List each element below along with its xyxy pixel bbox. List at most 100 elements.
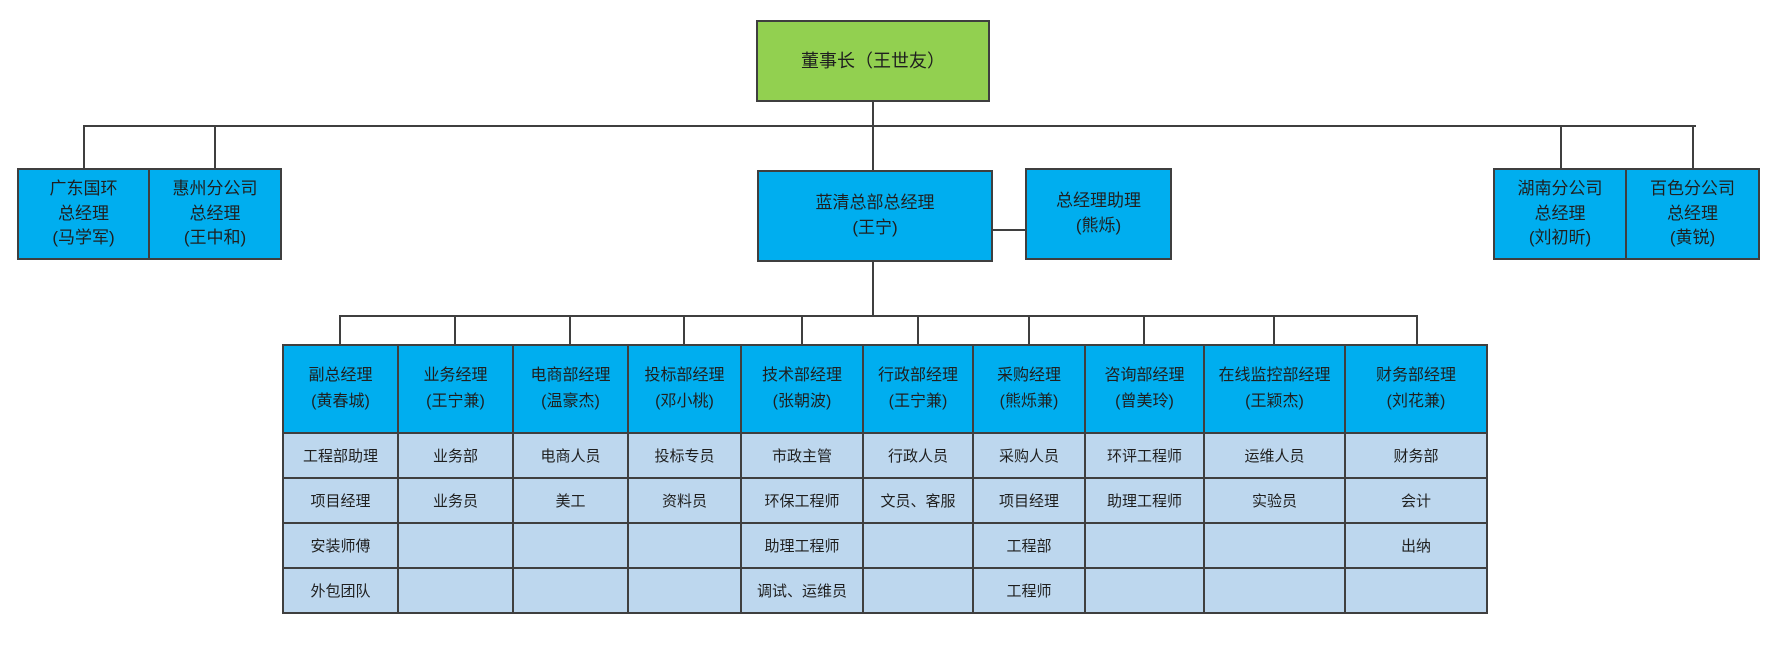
staff-cell[interactable]: 环评工程师 <box>1086 434 1203 479</box>
node-label: 总经理 <box>189 203 241 223</box>
staff-cell-empty[interactable] <box>864 569 972 614</box>
department-manager: (王颖杰) <box>1245 392 1304 410</box>
node-label: 百色分公司 <box>1650 179 1735 199</box>
staff-cell-empty[interactable] <box>629 524 740 569</box>
staff-cell[interactable]: 文员、客服 <box>864 479 972 524</box>
staff-cell[interactable]: 调试、运维员 <box>742 569 862 614</box>
staff-cell[interactable]: 项目经理 <box>284 479 397 524</box>
connector-line <box>1560 125 1562 168</box>
department-title: 电商部经理 <box>530 366 611 384</box>
department-column: 采购经理 (熊烁兼) 采购人员项目经理工程部工程师 <box>972 344 1084 614</box>
department-header[interactable]: 电商部经理 (温豪杰) <box>514 344 627 434</box>
staff-cell[interactable]: 投标专员 <box>629 434 740 479</box>
staff-cell[interactable]: 助理工程师 <box>742 524 862 569</box>
staff-cell[interactable]: 业务员 <box>399 479 512 524</box>
department-header[interactable]: 副总经理 (黄春城) <box>284 344 397 434</box>
department-header[interactable]: 在线监控部经理(王颖杰) <box>1205 344 1344 434</box>
staff-cell[interactable]: 财务部 <box>1346 434 1486 479</box>
node-label: (熊烁) <box>1075 216 1122 235</box>
staff-cell[interactable]: 运维人员 <box>1205 434 1344 479</box>
connector-line <box>339 315 1418 317</box>
staff-cell[interactable]: 项目经理 <box>974 479 1084 524</box>
connector-line <box>1143 315 1145 344</box>
staff-cell-empty[interactable] <box>1205 569 1344 614</box>
department-header[interactable]: 采购经理 (熊烁兼) <box>974 344 1084 434</box>
node-label: 惠州分公司 <box>172 179 258 199</box>
staff-cell[interactable]: 工程部 <box>974 524 1084 569</box>
department-column: 咨询部经理 (曾美玲) 环评工程师助理工程师 <box>1084 344 1203 614</box>
connector-line <box>872 260 874 315</box>
department-column: 业务经理(王宁兼)业务部业务员 <box>397 344 512 614</box>
connector-line <box>993 229 1025 231</box>
department-header[interactable]: 行政部经理(王宁兼) <box>864 344 972 434</box>
department-column: 副总经理 (黄春城) 工程部助理项目经理安装师傅外包团队 <box>282 344 397 614</box>
department-column: 财务部经理(刘花兼)财务部会计出纳 <box>1344 344 1488 614</box>
staff-cell[interactable]: 电商人员 <box>514 434 627 479</box>
departments-table: 副总经理(黄春城)工程部助理项目经理安装师傅外包团队业务经理(王宁兼)业务部业务… <box>282 344 1488 614</box>
staff-cell-empty[interactable] <box>1086 569 1203 614</box>
department-manager: (王宁兼) <box>426 392 485 410</box>
staff-cell[interactable]: 资料员 <box>629 479 740 524</box>
department-column: 技术部经理(张朝波)市政主管环保工程师助理工程师调试、运维员 <box>740 344 862 614</box>
connector-line <box>683 315 685 344</box>
department-header[interactable]: 业务经理(王宁兼) <box>399 344 512 434</box>
org-node-hunan-branch[interactable]: 湖南分公司 总经理 (刘初昕) <box>1493 168 1627 260</box>
staff-cell[interactable]: 工程部助理 <box>284 434 397 479</box>
node-label: 蓝清总部总经理 <box>815 193 935 213</box>
staff-cell[interactable]: 行政人员 <box>864 434 972 479</box>
staff-cell[interactable]: 实验员 <box>1205 479 1344 524</box>
staff-cell[interactable]: 外包团队 <box>284 569 397 614</box>
staff-cell[interactable]: 美工 <box>514 479 627 524</box>
staff-cell[interactable]: 出纳 <box>1346 524 1486 569</box>
department-title: 副总经理 <box>308 366 373 384</box>
department-manager: (温豪杰) <box>541 392 600 410</box>
staff-cell[interactable]: 业务部 <box>399 434 512 479</box>
staff-cell-empty[interactable] <box>399 524 512 569</box>
staff-cell-empty[interactable] <box>514 569 627 614</box>
connector-line <box>917 315 919 344</box>
department-manager: (刘花兼) <box>1386 392 1446 410</box>
connector-line <box>801 315 803 344</box>
org-node-chairman[interactable]: 董事长（王世友） <box>756 20 990 102</box>
staff-cell[interactable]: 安装师傅 <box>284 524 397 569</box>
connector-line <box>1273 315 1275 344</box>
connector-line <box>1416 315 1418 344</box>
org-node-huizhou-branch[interactable]: 惠州分公司 总经理 (王中和) <box>148 168 282 260</box>
department-header[interactable]: 技术部经理(张朝波) <box>742 344 862 434</box>
org-node-baise-branch[interactable]: 百色分公司 总经理 (黄锐) <box>1625 168 1760 260</box>
connector-line <box>569 315 571 344</box>
department-header[interactable]: 财务部经理(刘花兼) <box>1346 344 1486 434</box>
staff-cell[interactable]: 工程师 <box>974 569 1084 614</box>
connector-line <box>454 315 456 344</box>
department-manager: (黄春城) <box>311 392 370 410</box>
staff-cell[interactable]: 市政主管 <box>742 434 862 479</box>
staff-cell-empty[interactable] <box>1086 524 1203 569</box>
staff-cell[interactable]: 环保工程师 <box>742 479 862 524</box>
staff-cell-empty[interactable] <box>629 569 740 614</box>
staff-cell[interactable]: 会计 <box>1346 479 1486 524</box>
department-title: 投标部经理 <box>644 366 725 384</box>
org-node-gm-assistant[interactable]: 总经理助理 (熊烁) <box>1025 168 1172 260</box>
staff-cell[interactable]: 采购人员 <box>974 434 1084 479</box>
department-header[interactable]: 投标部经理 (邓小桃) <box>629 344 740 434</box>
node-label: (马学军) <box>52 228 115 248</box>
department-header[interactable]: 咨询部经理 (曾美玲) <box>1086 344 1203 434</box>
staff-cell-empty[interactable] <box>864 524 972 569</box>
connector-line <box>83 125 1696 127</box>
department-column: 电商部经理 (温豪杰) 电商人员美工 <box>512 344 627 614</box>
department-manager: (曾美玲) <box>1115 392 1174 410</box>
staff-cell-empty[interactable] <box>1346 569 1486 614</box>
staff-cell-empty[interactable] <box>514 524 627 569</box>
department-title: 采购经理 <box>996 366 1061 384</box>
staff-cell-empty[interactable] <box>1205 524 1344 569</box>
department-manager: (熊烁兼) <box>999 392 1059 410</box>
department-manager: (邓小桃) <box>655 392 714 410</box>
staff-cell-empty[interactable] <box>399 569 512 614</box>
department-title: 咨询部经理 <box>1104 366 1185 384</box>
staff-cell[interactable]: 助理工程师 <box>1086 479 1203 524</box>
org-node-guangdong-guohuan[interactable]: 广东国环 总经理 (马学军) <box>17 168 150 260</box>
org-node-headquarters-gm[interactable]: 蓝清总部总经理 (王宁) <box>757 170 993 262</box>
connector-line <box>872 125 874 170</box>
connector-line <box>214 125 216 168</box>
